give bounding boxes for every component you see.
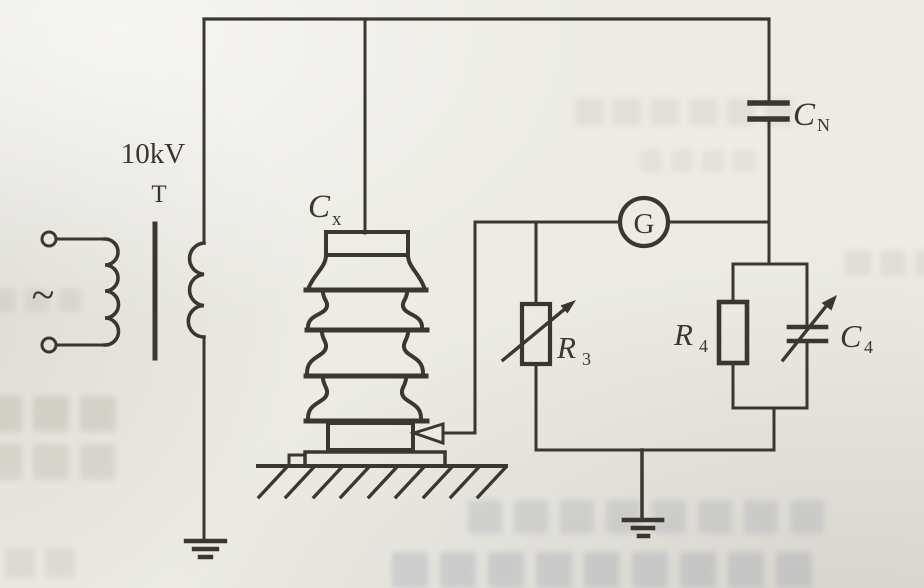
c4-label: C xyxy=(840,318,862,354)
r4-c4-bottom-wire xyxy=(731,342,809,410)
bushing-shed-sides-1 xyxy=(305,290,425,330)
r4-c4-top-wire xyxy=(731,262,809,328)
bushing-cap-flare xyxy=(306,252,427,290)
bushing-flange xyxy=(326,421,415,452)
primary-terminal-top xyxy=(40,230,58,248)
r4-label: R xyxy=(673,317,693,352)
c4-variable-arrowhead xyxy=(821,295,837,311)
cn-capacitor-plates xyxy=(747,100,790,122)
transformer-label: T xyxy=(151,181,166,208)
bushing-tap-arrowhead xyxy=(409,421,445,446)
r3-variable-arrowhead xyxy=(560,300,576,314)
r3-label-subscript: 3 xyxy=(582,349,591,369)
galvanometer-circle xyxy=(617,195,671,249)
center-ground-symbol xyxy=(621,517,665,539)
r4-label-subscript: 4 xyxy=(699,336,708,356)
bushing-shed-sides-3 xyxy=(305,376,424,421)
bushing-top-cap xyxy=(324,230,410,257)
c4-label-subscript: 4 xyxy=(864,337,873,357)
ac-source-symbol: ~ xyxy=(32,273,55,319)
bushing-base-plate xyxy=(303,450,447,468)
primary-terminal-bottom xyxy=(40,336,58,354)
r4-resistor-body xyxy=(716,299,750,366)
c4-variable-arrow-shaft xyxy=(780,302,830,363)
bushing-shed-sides-2 xyxy=(304,330,426,376)
galvanometer-label: G xyxy=(634,208,655,240)
cn-label-subscript: N xyxy=(817,115,830,135)
secondary-winding-coil xyxy=(186,241,206,339)
bridge-left-node-wire xyxy=(473,220,621,435)
cx-label-subscript: x xyxy=(332,209,342,230)
primary-winding-coil xyxy=(103,237,121,347)
r3-label: R xyxy=(556,330,576,365)
transformer-ground-symbol xyxy=(183,538,228,560)
r3-resistor-body xyxy=(519,301,553,367)
transformer-rating-label: 10kV xyxy=(121,138,186,170)
cn-label: C xyxy=(793,97,816,133)
cx-label: C xyxy=(308,189,331,225)
earth-hatching xyxy=(256,465,508,500)
primary-lead-wires xyxy=(54,237,107,347)
r3-variable-arrow-shaft xyxy=(500,305,569,363)
